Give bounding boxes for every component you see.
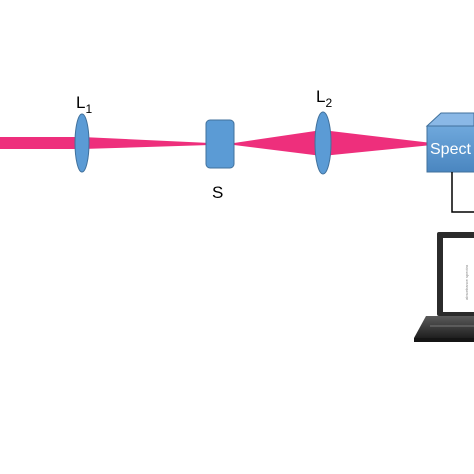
lens-l1 — [74, 113, 90, 173]
data-cable — [451, 172, 474, 213]
laptop-screen-text: absorbance spectra — [464, 264, 469, 300]
spectrometer: Spect — [425, 112, 474, 173]
lens-l2-label: L2 — [316, 87, 332, 110]
spectrometer-front-face — [426, 125, 474, 173]
laser-beam-focusing — [82, 137, 210, 149]
spectrometer-top-face — [425, 112, 474, 127]
sample-label: S — [212, 183, 223, 202]
lens-l2 — [314, 111, 332, 175]
laptop-front-edge — [414, 338, 474, 342]
laptop-screen — [443, 238, 474, 312]
sample-cuvette — [205, 119, 235, 169]
spectrometer-label: Spect — [430, 141, 471, 158]
lens-l1-label: L1 — [76, 93, 92, 116]
laser-beam-to-spectrometer — [322, 130, 432, 156]
laptop: absorbance spectra — [414, 232, 474, 342]
laptop-keyboard-base — [414, 316, 474, 338]
laser-beam-incoming — [0, 137, 82, 149]
laser-beam-diverging — [234, 130, 322, 156]
